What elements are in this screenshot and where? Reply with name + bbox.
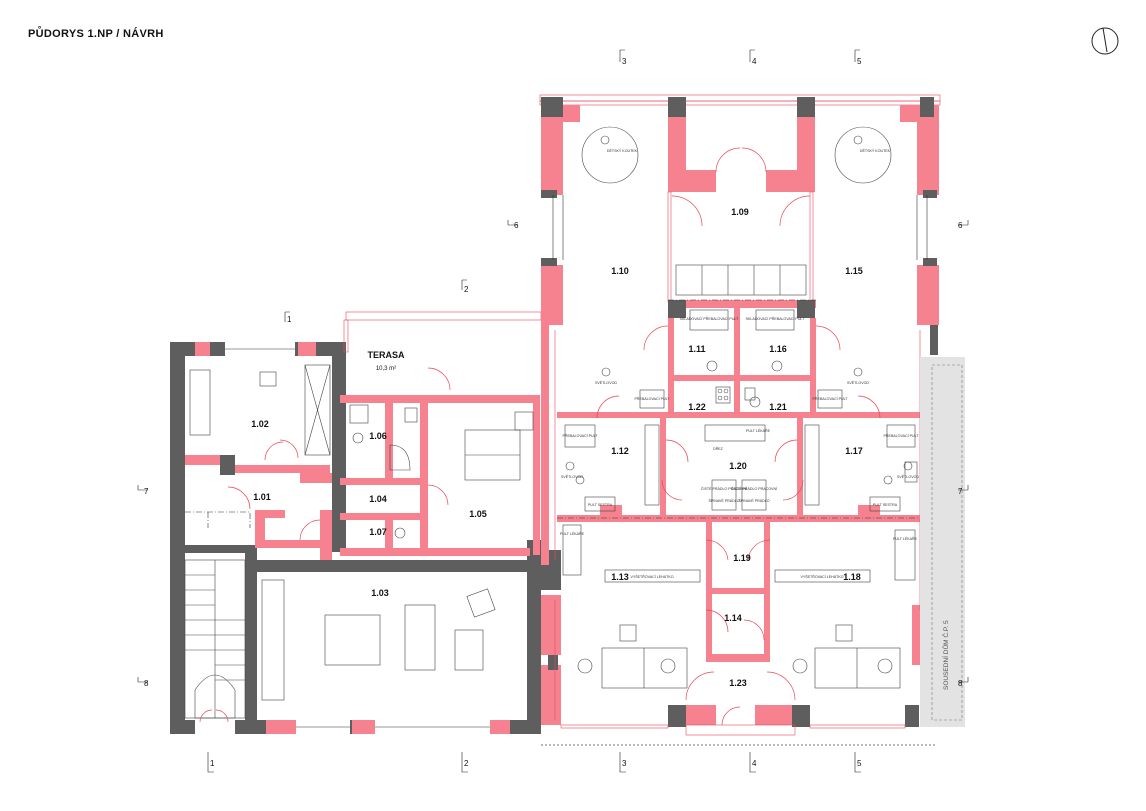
room-1.19: 1.19 — [733, 553, 751, 563]
room-1.12: 1.12 — [611, 446, 629, 456]
note-svetlovod-3: SVĚTLOVOD — [561, 474, 583, 479]
play-area-right — [834, 126, 892, 184]
terrace: TERASA 10,3 m² — [343, 311, 542, 372]
room-1.15: 1.15 — [845, 266, 863, 276]
west-wing — [170, 342, 561, 734]
section-6-left: 6 — [514, 221, 519, 230]
note-pult-sestra-1: PULT SESTRA — [588, 503, 613, 507]
page-title: PŮDORYS 1.NP / NÁVRH — [28, 28, 164, 40]
section-5-top: 5 — [857, 57, 862, 66]
section-2-bottom: 2 — [464, 759, 469, 768]
room-1.17: 1.17 — [845, 446, 863, 456]
neighbor-building: SOUSEDNÍ DŮM Č.P. 5 — [920, 357, 965, 727]
room-1.03: 1.03 — [371, 588, 389, 598]
section-1-bottom: 1 — [210, 759, 215, 768]
room-1.06: 1.06 — [369, 431, 387, 441]
note-pult-lekare-118: PULT LÉKAŘE — [893, 536, 918, 541]
note-svetlovod-4: SVĚTLOVOD — [897, 474, 919, 479]
terrace-label: TERASA — [367, 350, 405, 360]
section-8-left: 8 — [144, 679, 149, 688]
room-1.14: 1.14 — [724, 613, 742, 623]
room-1.01: 1.01 — [253, 492, 271, 502]
room-1.13: 1.13 — [611, 572, 629, 582]
note-pult-sestra-2: PULT SESTRA — [873, 503, 898, 507]
section-7-left: 7 — [144, 487, 149, 496]
room-1.09: 1.09 — [731, 207, 749, 217]
note-preb-pult-1: PŘEBALOVACÍ PULT — [634, 396, 670, 401]
note-preb-pult-3: PŘEBALOVACÍ PULT — [562, 433, 598, 438]
note-svetlovod-2: SVĚTLOVOD — [847, 380, 869, 385]
section-4-bottom: 4 — [752, 759, 757, 768]
room-1.20: 1.20 — [729, 461, 747, 471]
room-1.21: 1.21 — [769, 402, 787, 412]
section-markers — [137, 49, 969, 773]
play-area-left — [581, 126, 639, 184]
note-lehatko-118: VYŠETŘOVACÍ LEHÁTKO — [800, 574, 843, 579]
east-wing: DĚTSKÝ KOUTEK DĚTSKÝ KOUTEK SKLADOVACÍ P… — [539, 94, 941, 736]
neighbor-label: SOUSEDNÍ DŮM Č.P. 5 — [941, 620, 950, 690]
note-ciste-2: ČISTÉ PRÁDLO PRACOVNÍ — [731, 486, 777, 491]
note-detsky-koutek-left: DĚTSKÝ KOUTEK — [607, 148, 638, 153]
note-spinave-2: ŠPINAVÉ PRÁDLO — [738, 498, 769, 503]
wardrobe — [675, 264, 807, 296]
note-preb-pult-4: PŘEBALOVACÍ PULT — [883, 433, 919, 438]
room-1.04: 1.04 — [369, 494, 387, 504]
note-spinave-1: ŠPINAVÉ PRÁDLO — [708, 498, 739, 503]
stove-icon — [715, 386, 731, 404]
note-pult-lekare-120: PULT LÉKAŘE — [746, 428, 771, 433]
terrace-area: 10,3 m² — [376, 366, 396, 372]
room-1.23: 1.23 — [729, 678, 747, 688]
section-3-bottom: 3 — [622, 759, 627, 768]
room-1.10: 1.10 — [611, 266, 629, 276]
room-1.11: 1.11 — [688, 344, 705, 354]
note-pult-lekare-113: PULT LÉKAŘE — [560, 531, 585, 536]
room-labels: 1.02 1.01 1.03 1.04 1.05 1.06 1.07 1.09 … — [251, 207, 863, 688]
note-preb-pult-2: PŘEBALOVACÍ PULT — [812, 396, 848, 401]
section-4-top: 4 — [752, 57, 757, 66]
room-1.02: 1.02 — [251, 419, 269, 429]
section-8-right: 8 — [958, 679, 963, 688]
room-1.07: 1.07 — [369, 527, 387, 537]
staircase — [184, 559, 246, 719]
note-sklad-pult-1: SKLADOVACÍ PŘEBALOVACÍ PULT — [680, 316, 740, 321]
section-1-top: 1 — [287, 315, 292, 324]
note-svetlovod-1: SVĚTLOVOD — [595, 380, 617, 385]
room-1.05: 1.05 — [469, 509, 487, 519]
room-1.16: 1.16 — [769, 344, 787, 354]
north-arrow-icon — [1091, 27, 1119, 55]
room-1.22: 1.22 — [688, 402, 706, 412]
note-ciste-1: ČISTÉ PRÁDLO PRACOVNÍ — [701, 486, 747, 491]
section-3-top: 3 — [622, 57, 627, 66]
note-sklad-pult-2: SKLADOVACÍ PŘEBALOVACÍ PULT — [746, 316, 806, 321]
section-5-bottom: 5 — [857, 759, 862, 768]
note-dres: DŘEZ — [713, 446, 724, 451]
section-7-right: 7 — [958, 487, 963, 496]
note-detsky-koutek-right: DĚTSKÝ KOUTEK — [860, 148, 891, 153]
note-lehatko-113: VYŠETŘOVACÍ LEHÁTKO — [630, 574, 673, 579]
section-6-right: 6 — [958, 221, 963, 230]
section-2-top: 2 — [464, 285, 469, 294]
room-1.18: 1.18 — [843, 572, 861, 582]
